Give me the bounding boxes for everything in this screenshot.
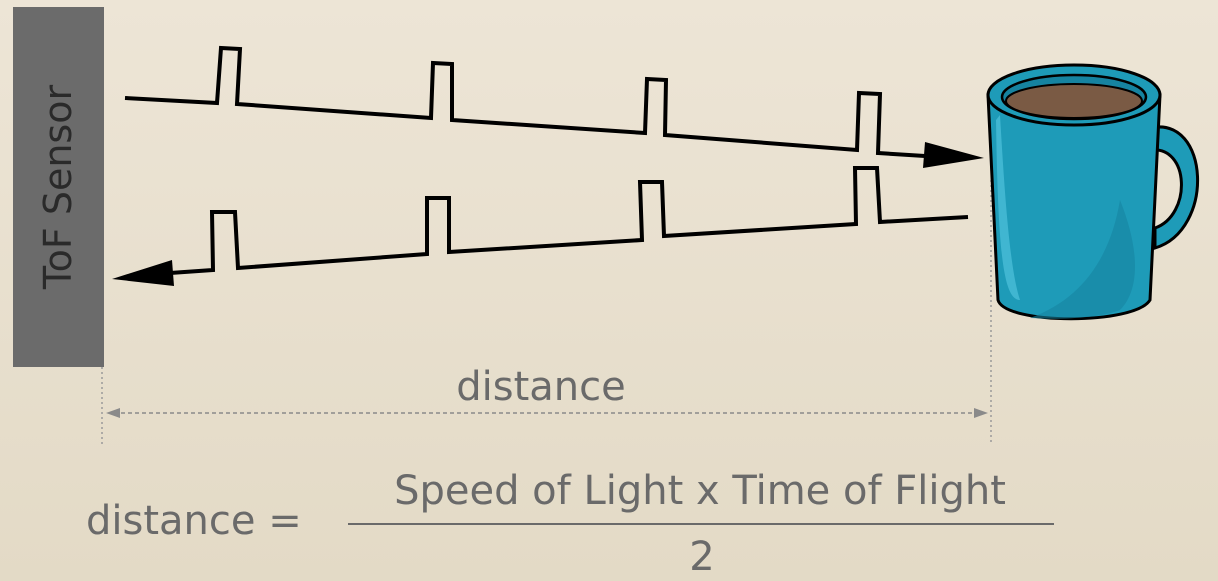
returning-pulse-signal — [169, 166, 969, 275]
coffee-surface — [1005, 83, 1143, 119]
formula-denominator: 2 — [689, 534, 715, 580]
outgoing-arrowhead — [923, 142, 984, 168]
formula-numerator: Speed of Light x Time of Flight — [394, 468, 1006, 514]
distance-label: distance — [456, 364, 626, 410]
coffee-mug-icon — [986, 63, 1199, 321]
formula-lhs: distance = — [86, 498, 302, 544]
returning-arrowhead — [112, 260, 174, 286]
mug-handle — [1148, 125, 1199, 251]
outgoing-pulse-signal — [124, 45, 926, 158]
distance-arrowhead-right — [974, 408, 988, 418]
fraction-bar — [348, 523, 1054, 525]
distance-arrowhead-left — [106, 408, 120, 418]
sensor-label: ToF Sensor — [36, 84, 80, 290]
mug-shadow — [1030, 200, 1135, 319]
tof-sensor-box — [13, 7, 104, 367]
mug-highlight — [996, 115, 1020, 300]
